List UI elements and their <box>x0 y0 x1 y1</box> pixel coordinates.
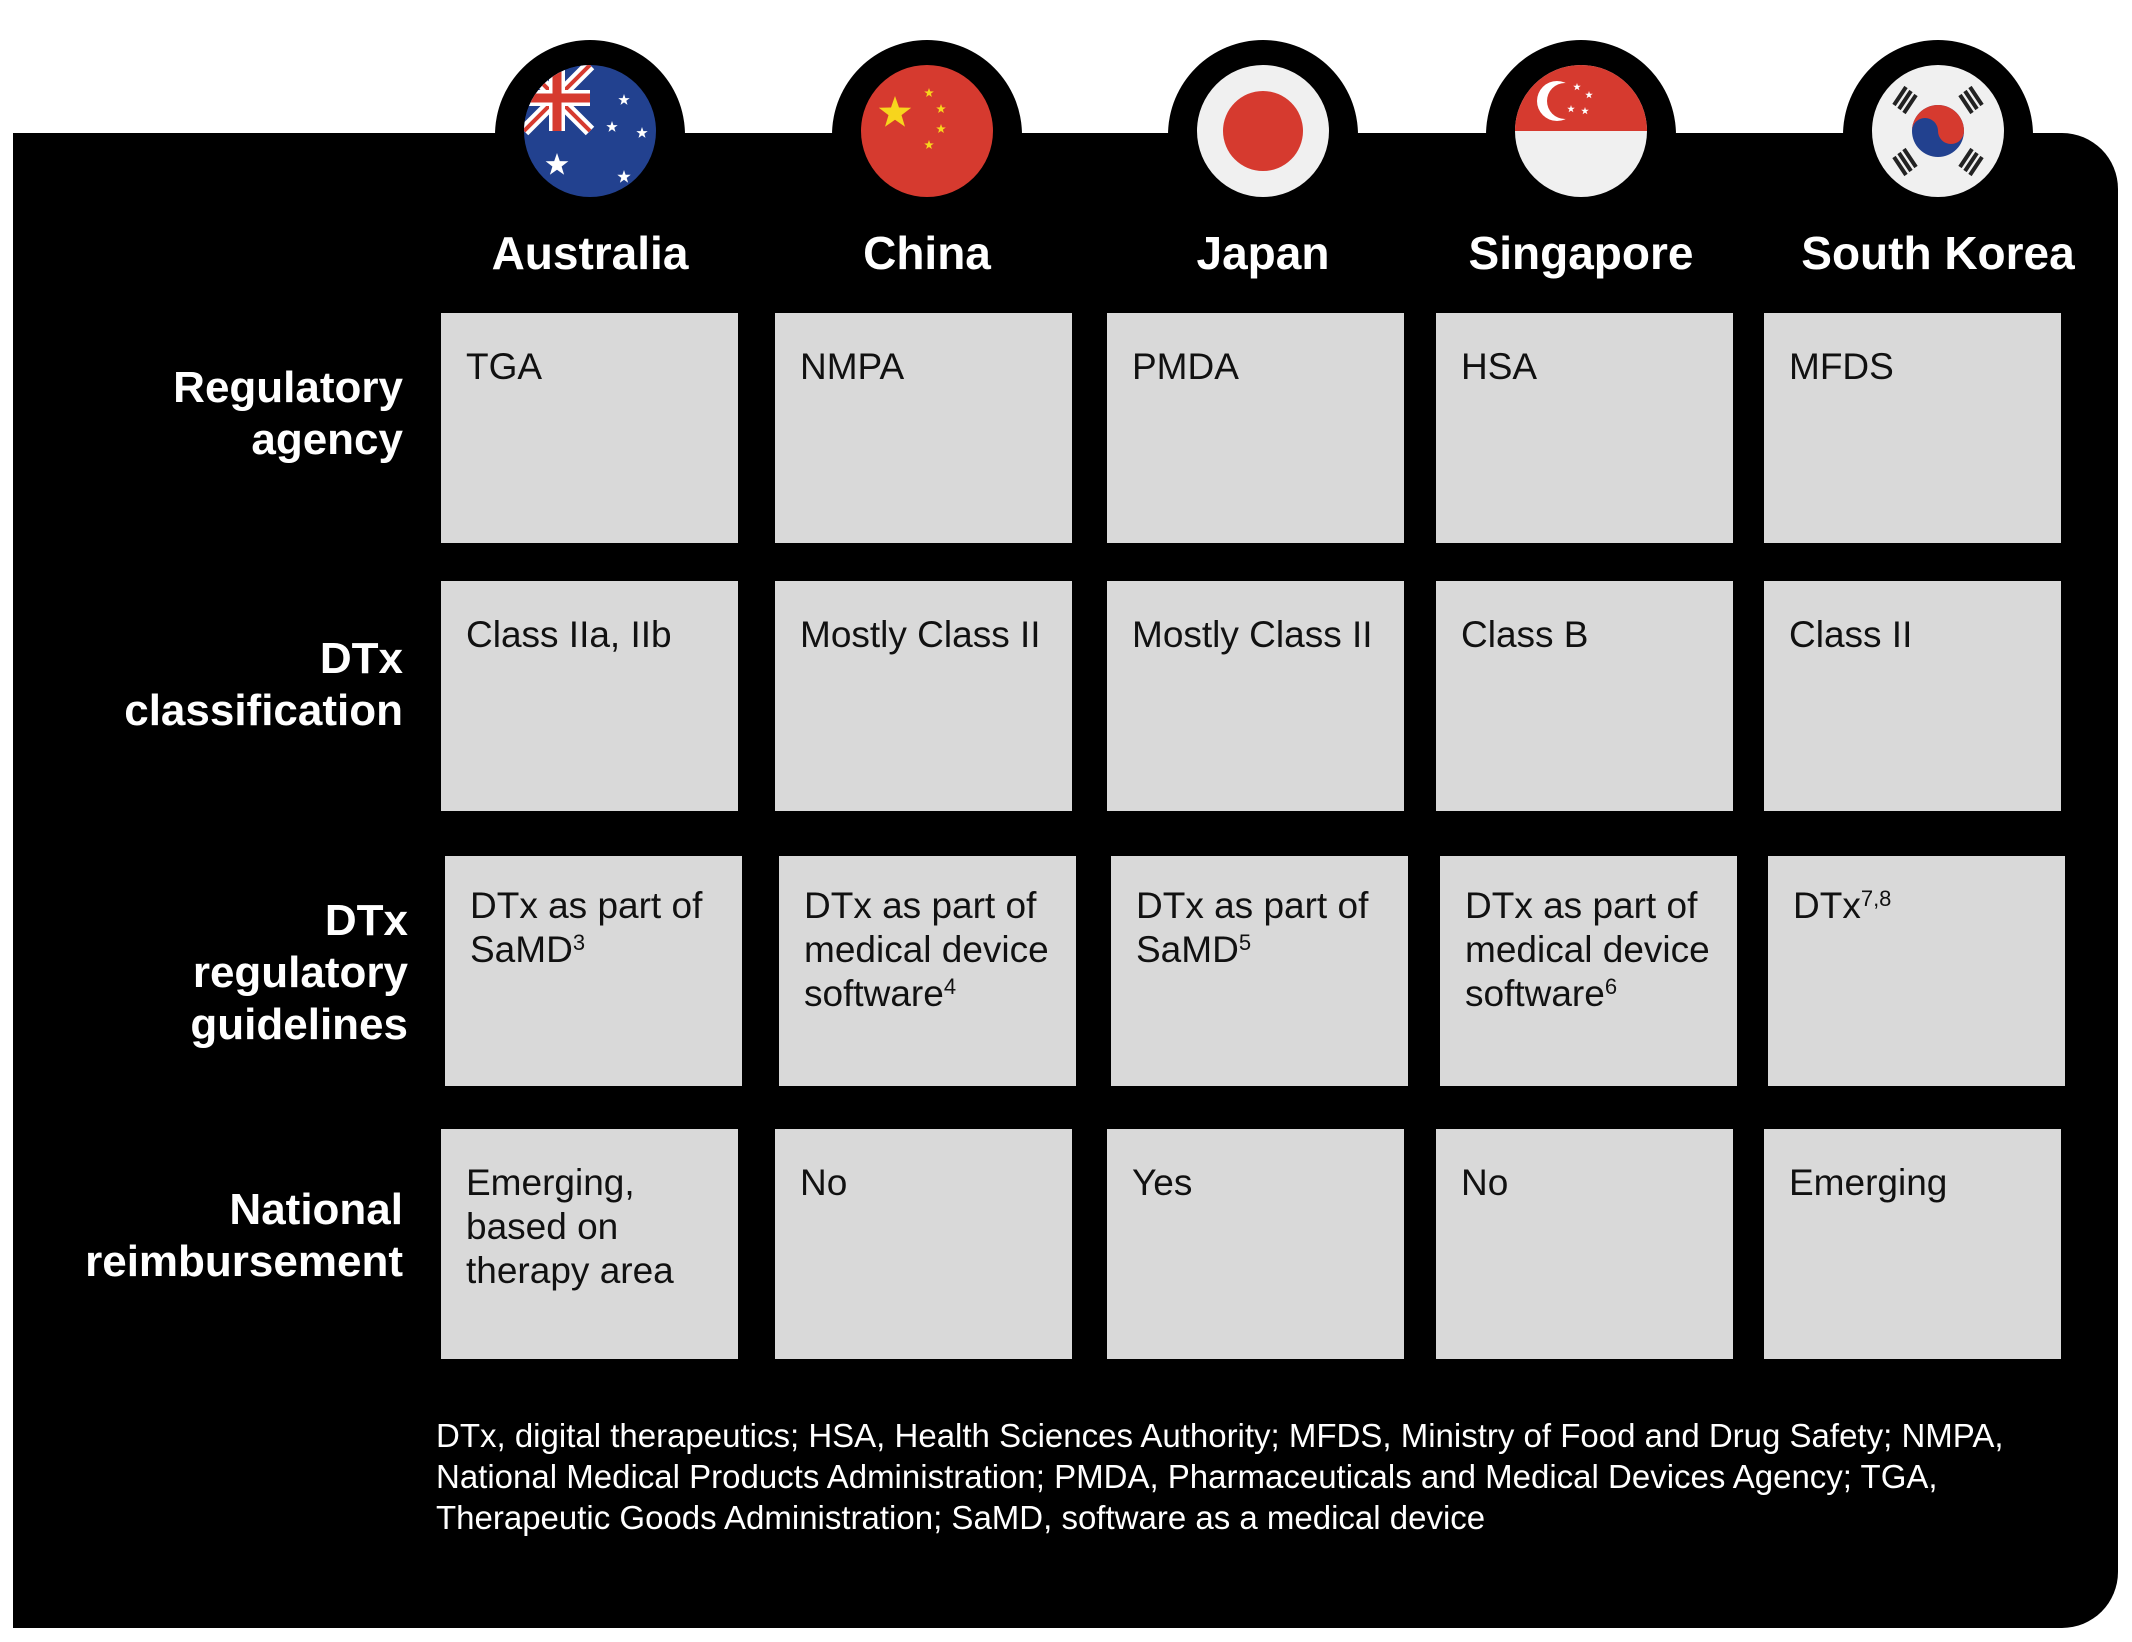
table-cell: Mostly Class II <box>775 581 1072 811</box>
country-header: Japan <box>1196 227 1330 279</box>
cell-text: NMPA <box>800 346 905 387</box>
footnote-reference: 4 <box>943 974 957 999</box>
cell-text: TGA <box>466 346 543 387</box>
south-korea-flag-icon <box>1872 65 2004 197</box>
table-cell: NMPA <box>775 313 1072 543</box>
footnote-reference: 3 <box>572 930 586 955</box>
table-cell: PMDA <box>1107 313 1404 543</box>
table-cell: DTx as part of medical device software6 <box>1440 856 1737 1086</box>
row-label-line: Regulatory <box>173 363 403 412</box>
country-header: China <box>863 227 991 279</box>
cell-text: DTx as part of SaMD <box>470 885 703 970</box>
table-cell: Yes <box>1107 1129 1404 1359</box>
row-label-line: agency <box>251 415 403 464</box>
japan-flag-icon <box>1197 65 1329 197</box>
table-cell: DTx as part of SaMD3 <box>445 856 742 1086</box>
table-cell: Emerging <box>1764 1129 2061 1359</box>
singapore-flag-icon <box>1515 65 1647 197</box>
row-label-line: National <box>229 1185 403 1234</box>
cell-text: Yes <box>1132 1162 1193 1203</box>
row-label-line: regulatory <box>192 948 408 997</box>
row-label-line: DTx <box>319 634 403 683</box>
row-label-line: guidelines <box>190 1000 408 1049</box>
flag-tab <box>1486 40 1676 230</box>
cell-text: DTx as part of SaMD <box>1136 885 1369 970</box>
table-cell: DTx7,8 <box>1768 856 2065 1086</box>
cell-text: MFDS <box>1789 346 1894 387</box>
cell-text: DTx <box>1793 885 1861 926</box>
table-cell: Class IIa, IIb <box>441 581 738 811</box>
cell-text: Class B <box>1461 614 1589 655</box>
cell-text: PMDA <box>1132 346 1239 387</box>
cell-text: DTx as part of medical device software <box>1465 885 1710 1014</box>
table-cell: DTx as part of medical device software4 <box>779 856 1076 1086</box>
flag-tab <box>1168 40 1358 230</box>
cell-text: Class IIa, IIb <box>466 614 672 655</box>
australia-flag-icon <box>524 65 656 197</box>
cell-text: Mostly Class II <box>800 614 1041 655</box>
table-cell: Class B <box>1436 581 1733 811</box>
row-label-line: classification <box>124 686 403 735</box>
row-label-line: DTx <box>324 896 408 945</box>
footnote-reference: 5 <box>1238 930 1252 955</box>
table-cell: Emerging, based on therapy area <box>441 1129 738 1359</box>
table-cell: MFDS <box>1764 313 2061 543</box>
country-header: South Korea <box>1801 227 2075 279</box>
table-cell: HSA <box>1436 313 1733 543</box>
country-header: Singapore <box>1468 227 1694 279</box>
table-cell: No <box>775 1129 1072 1359</box>
flag-tab <box>1843 40 2033 230</box>
cell-text: Mostly Class II <box>1132 614 1373 655</box>
flag-tab <box>832 40 1022 230</box>
table-cell: TGA <box>441 313 738 543</box>
footnote: DTx, digital therapeutics; HSA, Health S… <box>436 1417 2004 1536</box>
cell-text: Emerging, based on therapy area <box>466 1162 674 1291</box>
cell-text: Emerging <box>1789 1162 1948 1203</box>
country-header: Australia <box>491 227 689 279</box>
row-label-line: reimbursement <box>85 1237 403 1286</box>
table-cell: DTx as part of SaMD5 <box>1111 856 1408 1086</box>
china-flag-icon <box>861 65 993 197</box>
cell-text: No <box>1461 1162 1509 1203</box>
table-cell: Mostly Class II <box>1107 581 1404 811</box>
cell-text: Class II <box>1789 614 1913 655</box>
table-cell: No <box>1436 1129 1733 1359</box>
cell-text: DTx as part of medical device software <box>804 885 1049 1014</box>
footnote-reference: 6 <box>1604 974 1618 999</box>
footnote-reference: 7,8 <box>1860 886 1892 911</box>
cell-text: No <box>800 1162 848 1203</box>
flag-tab <box>495 40 685 230</box>
cell-text: HSA <box>1461 346 1538 387</box>
table-cell: Class II <box>1764 581 2061 811</box>
